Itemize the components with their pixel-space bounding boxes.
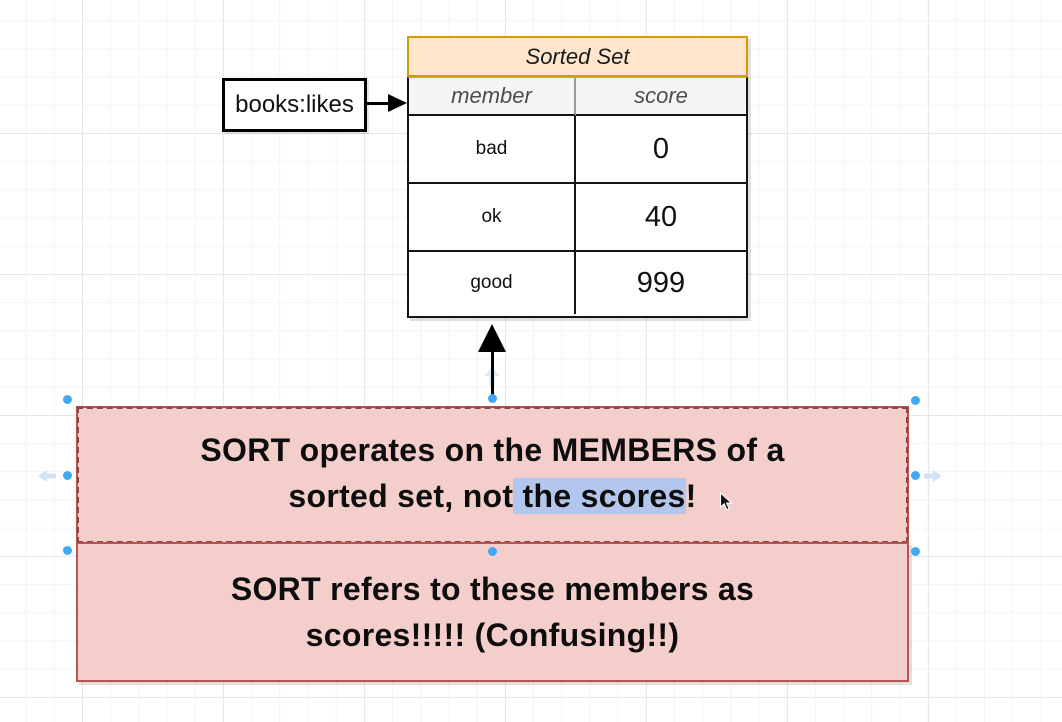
table-cell-score[interactable]: 0: [576, 116, 746, 184]
selection-handle-ne[interactable]: [911, 396, 920, 405]
note-top-text: SORT operates on the MEMBERS of a sorted…: [76, 427, 909, 519]
direction-arrow-left-icon[interactable]: [36, 468, 58, 484]
note-bottom-line1: SORT refers to these members as: [230, 571, 755, 607]
selection-handle-sw[interactable]: [63, 546, 72, 555]
selected-text: the scores: [513, 478, 686, 514]
arrowhead-up-icon: [478, 324, 506, 352]
selection-handle-n[interactable]: [488, 394, 497, 403]
note-top-line2: sorted set, not the scores!: [288, 478, 697, 514]
table-title: Sorted Set: [525, 43, 630, 69]
connector-label-to-table[interactable]: [366, 102, 390, 105]
note-box-bottom[interactable]: [76, 542, 909, 682]
table-cell-score[interactable]: 999: [576, 252, 746, 314]
key-label-box[interactable]: books:likes: [222, 78, 367, 132]
key-label-text: books:likes: [235, 91, 354, 118]
table-cell-member[interactable]: ok: [409, 184, 576, 252]
column-header-score[interactable]: score: [576, 78, 746, 116]
selection-handle-se[interactable]: [911, 547, 920, 556]
table-title-cell[interactable]: Sorted Set: [407, 36, 748, 77]
selection-handle-nw[interactable]: [63, 395, 72, 404]
arrowhead-right-icon: [388, 94, 407, 112]
note-bottom-line2: scores!!!!! (Confusing!!): [305, 617, 680, 653]
note-top-line1: SORT operates on the MEMBERS of a: [200, 432, 785, 468]
selection-handle-s[interactable]: [488, 547, 497, 556]
column-header-member[interactable]: member: [409, 78, 576, 116]
table-cell-member[interactable]: bad: [409, 116, 576, 184]
note-bottom-text: SORT refers to these members as scores!!…: [76, 566, 909, 658]
selection-handle-w[interactable]: [63, 471, 72, 480]
direction-arrow-right-icon[interactable]: [922, 468, 944, 484]
sorted-set-table[interactable]: member score bad 0 ok 40 good 999: [407, 77, 748, 318]
selection-handle-e[interactable]: [911, 471, 920, 480]
table-cell-member[interactable]: good: [409, 252, 576, 314]
table-cell-score[interactable]: 40: [576, 184, 746, 252]
connector-note-to-table[interactable]: [491, 350, 494, 400]
